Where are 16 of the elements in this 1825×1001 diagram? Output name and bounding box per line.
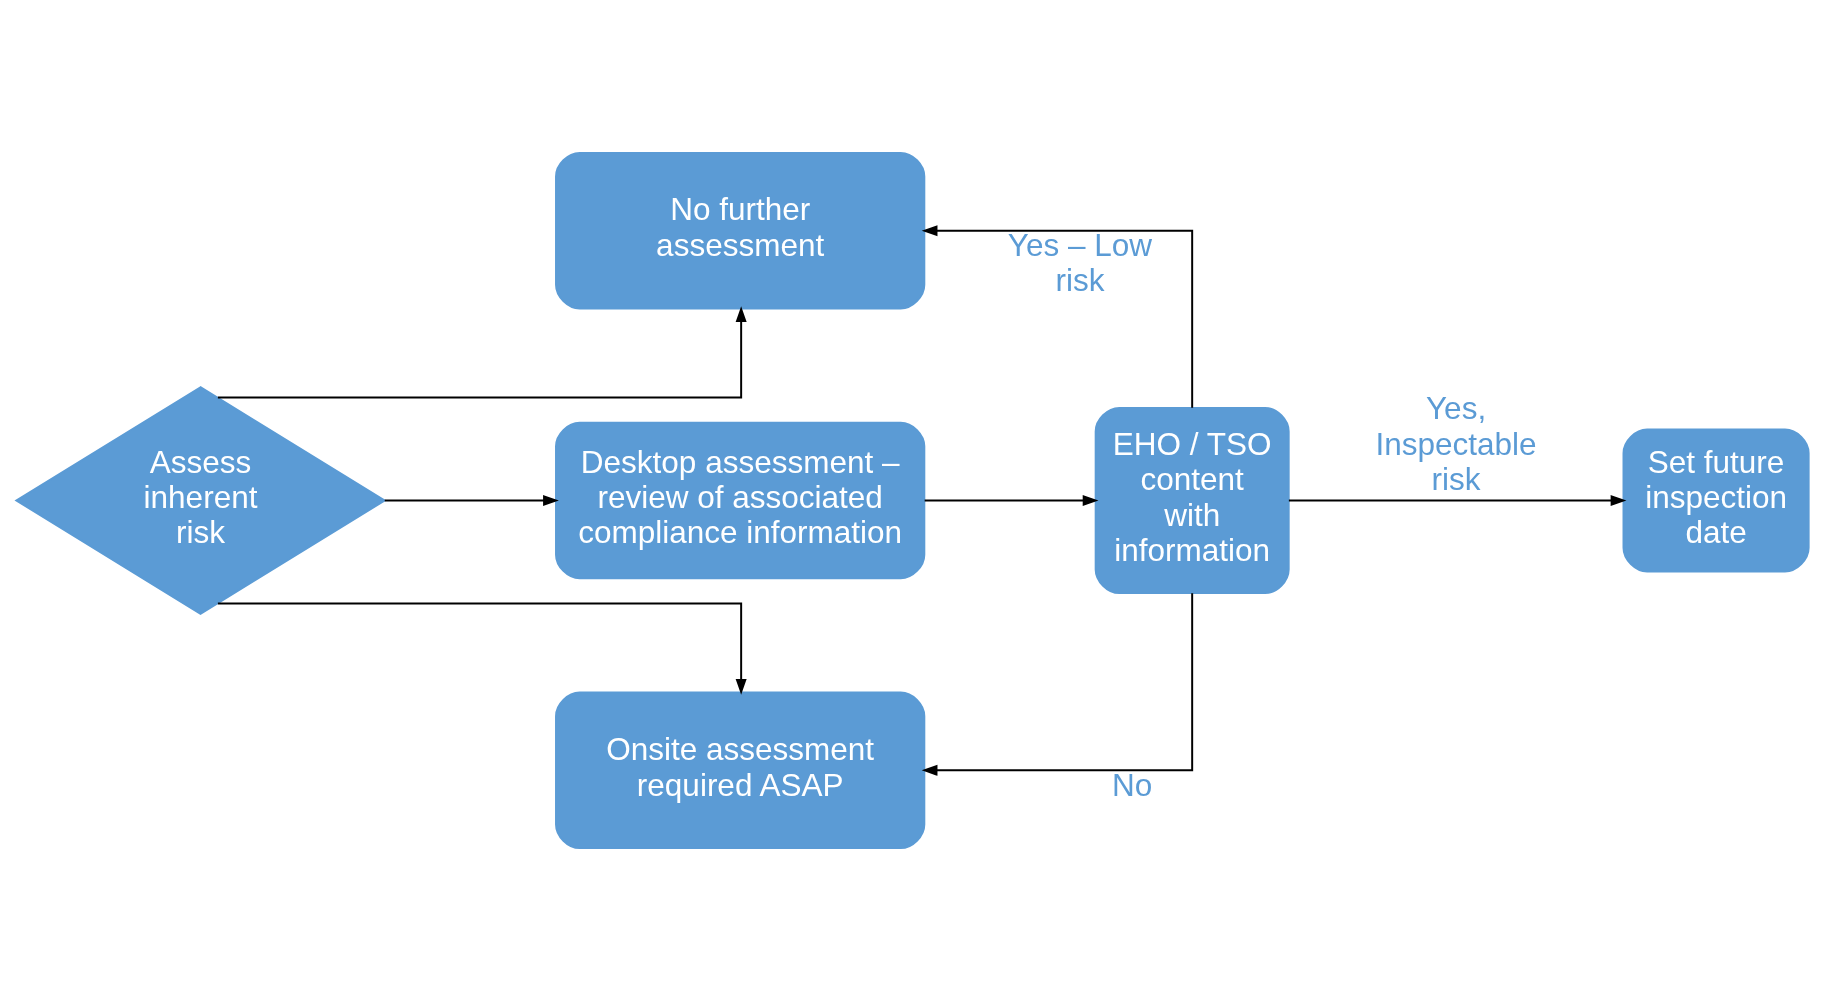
node-box: Set future inspection date [1622, 428, 1810, 573]
arrow [921, 592, 1194, 776]
node-diamond: Assess inherent risk [14, 386, 387, 615]
edge-label: Yes, Inspectable risk [1375, 390, 1537, 498]
node-box: Desktop assessment – review of associated compliance information [555, 421, 926, 580]
arrow [216, 602, 747, 695]
arrow [923, 494, 1099, 507]
node-box: EHO / TSO content with information [1094, 406, 1290, 595]
arrow [216, 306, 747, 399]
edge-label: No [1111, 766, 1153, 803]
arrow [921, 225, 1194, 409]
node-box: No further assessment [555, 151, 926, 310]
arrow [383, 494, 559, 507]
edge-label: Yes – Low risk [1007, 226, 1153, 299]
node-box: Onsite assessment required ASAP [555, 691, 926, 850]
arrow [1287, 494, 1627, 507]
